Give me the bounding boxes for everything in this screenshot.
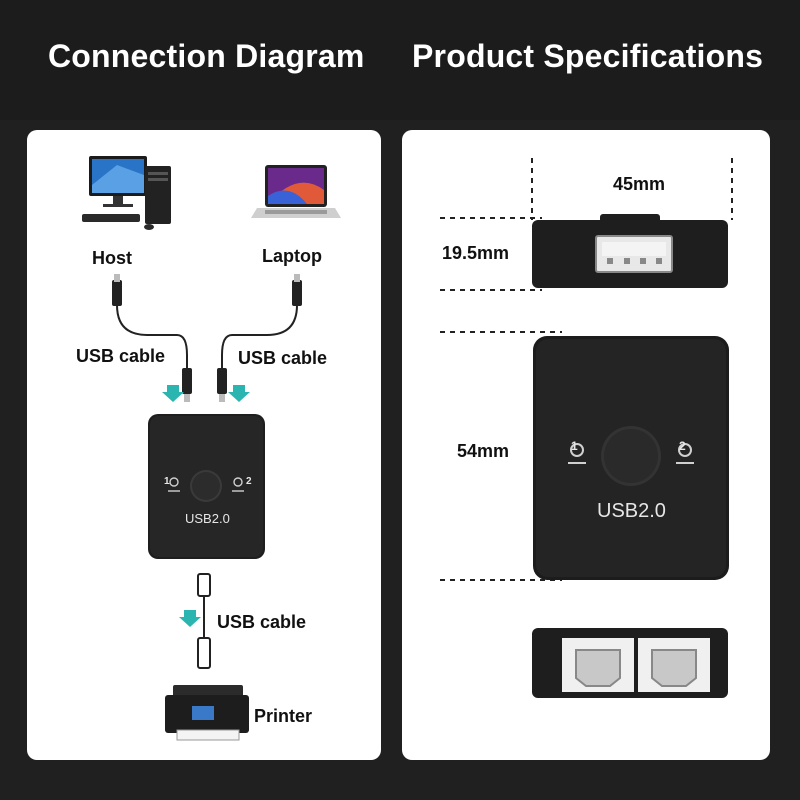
usb-cable-bottom-label: USB cable bbox=[217, 612, 307, 632]
arrow-down-icon bbox=[228, 385, 250, 402]
host-usb-cable-icon bbox=[116, 304, 188, 380]
usb-switch-icon bbox=[148, 414, 265, 559]
laptop-icon bbox=[251, 165, 341, 218]
usb-plug-icon bbox=[112, 280, 122, 306]
height-dimension-label: 19.5mm bbox=[442, 243, 510, 263]
connection-diagram-title: Connection Diagram bbox=[48, 38, 365, 74]
connection-diagram-graphic bbox=[82, 156, 341, 741]
product-specs-graphic bbox=[440, 158, 733, 698]
laptop-label: Laptop bbox=[262, 246, 322, 266]
product-specifications-panel: 45mm 19.5mm 54mm 1 2 USB2.0 bbox=[402, 130, 770, 760]
switch-model-label: USB2.0 bbox=[185, 511, 230, 526]
device-top-view-icon bbox=[532, 214, 728, 288]
host-label: Host bbox=[92, 248, 132, 268]
connection-diagram-panel: Host Laptop USB cable USB cable USB cabl… bbox=[27, 130, 381, 760]
laptop-usb-cable-icon bbox=[221, 304, 298, 380]
arrow-down-icon bbox=[179, 610, 201, 627]
spec-port-number-2: 2 bbox=[679, 439, 686, 453]
device-front-view-icon bbox=[533, 336, 729, 580]
header-bar: Connection Diagram Product Specification… bbox=[0, 0, 800, 120]
port-number-1: 1 bbox=[164, 476, 170, 487]
printer-label: Printer bbox=[254, 706, 313, 726]
depth-dimension-label: 54mm bbox=[457, 441, 510, 461]
spec-switch-model-label: USB2.0 bbox=[597, 500, 666, 522]
usb-cable-right-label: USB cable bbox=[238, 348, 328, 368]
usb-plug-icon bbox=[197, 573, 211, 597]
width-dimension-label: 45mm bbox=[613, 174, 666, 194]
usb-cable-left-label: USB cable bbox=[76, 346, 166, 366]
usb-plug-icon bbox=[292, 280, 302, 306]
port-number-2: 2 bbox=[246, 476, 252, 487]
product-specifications-title: Product Specifications bbox=[412, 38, 764, 74]
spec-port-number-1: 1 bbox=[571, 439, 578, 453]
dimension-lines bbox=[440, 158, 733, 581]
printer-icon bbox=[165, 685, 249, 741]
desktop-computer-icon bbox=[82, 156, 171, 230]
arrow-down-icon bbox=[162, 385, 184, 402]
device-ports-view-icon bbox=[532, 628, 728, 698]
